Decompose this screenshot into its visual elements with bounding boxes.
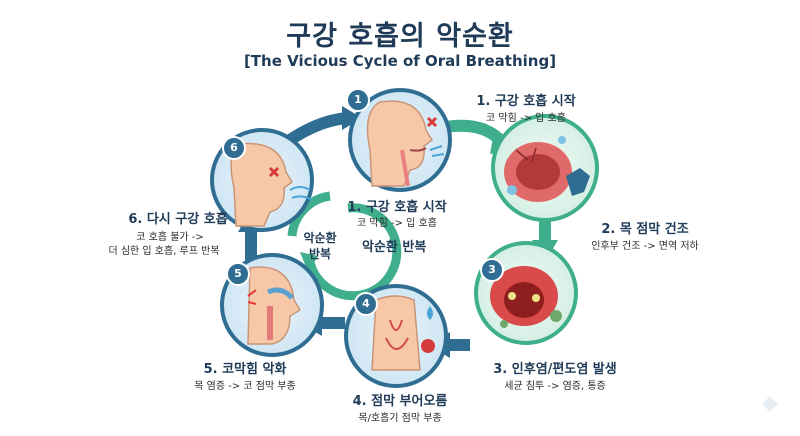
step-1-title: 1. 구강 호흡 시작	[476, 94, 576, 109]
stage-number-6: 6	[222, 136, 246, 160]
step-6-title: 6. 다시 구강 호흡	[128, 212, 228, 227]
stage-2-illustration	[491, 114, 599, 222]
step-1-desc: 코 막힘 -> 입 호흡	[486, 113, 566, 124]
step-5-title: 5. 코막힘 악화	[203, 362, 287, 377]
page-subtitle: [The Vicious Cycle of Oral Breathing]	[243, 52, 557, 70]
stage-number-1: 1	[346, 88, 370, 112]
loop-circle-text-line1: 악순환	[303, 231, 337, 245]
stage-1-illustration	[348, 88, 452, 192]
center-desc: 코 막힘 -> 입 호흡	[357, 218, 437, 229]
step-2-title: 2. 목 점막 건조	[601, 222, 689, 237]
step-5-desc: 목 염증 -> 코 점막 부종	[194, 381, 296, 392]
step-3-title: 3. 인후염/편도염 발생	[493, 362, 617, 377]
step-2-desc: 인후부 건조 -> 면역 저하	[591, 241, 699, 252]
center-title: 1. 구강 호흡 시작	[347, 200, 447, 215]
step-3-desc: 세균 침투 -> 염증, 통증	[504, 381, 606, 392]
step-6-desc-line1: 코 호흡 불가 ->	[136, 232, 204, 243]
stage-number-4: 4	[354, 292, 378, 316]
arrow-6-to-1	[284, 106, 362, 146]
page-title: 구강 호흡의 악순환	[286, 21, 514, 52]
stage-number-5: 5	[226, 262, 250, 286]
step-4-desc: 목/호흡기 점막 부종	[358, 413, 442, 424]
loop-circle-text-line2: 반복	[308, 247, 332, 261]
stage-number-3: 3	[480, 258, 504, 282]
step-4-title: 4. 점막 부어오름	[352, 394, 448, 409]
loop-label: 악순환 반복	[362, 240, 427, 255]
step-6-desc-line2: 더 심한 입 호흡, 루프 반복	[108, 246, 220, 257]
decorative-diamond	[762, 396, 778, 412]
